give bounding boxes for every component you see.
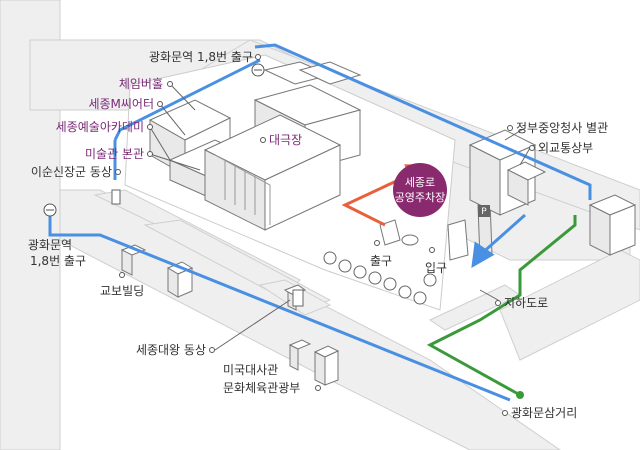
trees (323, 251, 437, 305)
parking-name-line2: 공영주차장 (395, 191, 446, 204)
label-experience-hall: 체임버홀 (119, 77, 163, 91)
map-labels: 광화문역 1,8번 출구 체임버홀 세종M씨어터 세종예술아카데미 미술관 본관… (28, 50, 608, 420)
label-gwanghwamun-exit-top: 광화문역 1,8번 출구 (149, 50, 253, 64)
parking-name-line1: 세종로 (405, 176, 435, 189)
label-gwanghwamun-exit-left-1: 광화문역 (28, 238, 72, 252)
label-sejong-art-academy: 세종예술아카데미 (56, 120, 144, 134)
subway-icon-left (43, 203, 57, 217)
label-yi-sun-sin-statue: 이순신장군 동상 (31, 165, 112, 179)
label-kyobo-building: 교보빌딩 (100, 284, 144, 298)
statues (111, 189, 304, 307)
blue-route (48, 43, 592, 402)
label-gwanghwamun-exit-left-2: 1,8번 출구 (30, 254, 86, 268)
label-grand-theater: 대극장 (269, 133, 302, 147)
green-route (426, 215, 577, 399)
label-culture-ministry: 문화체육관광부 (223, 381, 300, 395)
label-gov-complex-annex: 정부중앙청사 별관 (516, 121, 608, 135)
label-sejong-m-theater: 세종M씨어터 (88, 97, 154, 111)
parking-sign-icon: P (478, 205, 490, 217)
sejong-center-buildings (148, 61, 362, 231)
leader-lines (149, 83, 531, 351)
subway-icon (251, 63, 265, 77)
label-us-embassy: 미국대사관 (223, 363, 278, 377)
label-king-sejong-statue: 세종대왕 동상 (136, 343, 206, 357)
parking-badge: 세종로 공영주차장 (393, 163, 447, 217)
side-streets (93, 189, 522, 331)
label-entrance: 입구 (425, 261, 447, 275)
label-art-museum-main: 미술관 본관 (85, 147, 144, 161)
label-foreign-ministry: 외교통상부 (538, 141, 593, 155)
svg-text:P: P (481, 207, 487, 217)
label-exit: 출구 (370, 254, 392, 268)
label-underpass: 지하도로 (504, 296, 548, 310)
label-dots (115, 54, 535, 416)
label-gwanghwamun-intersection: 광화문삼거리 (511, 406, 577, 420)
